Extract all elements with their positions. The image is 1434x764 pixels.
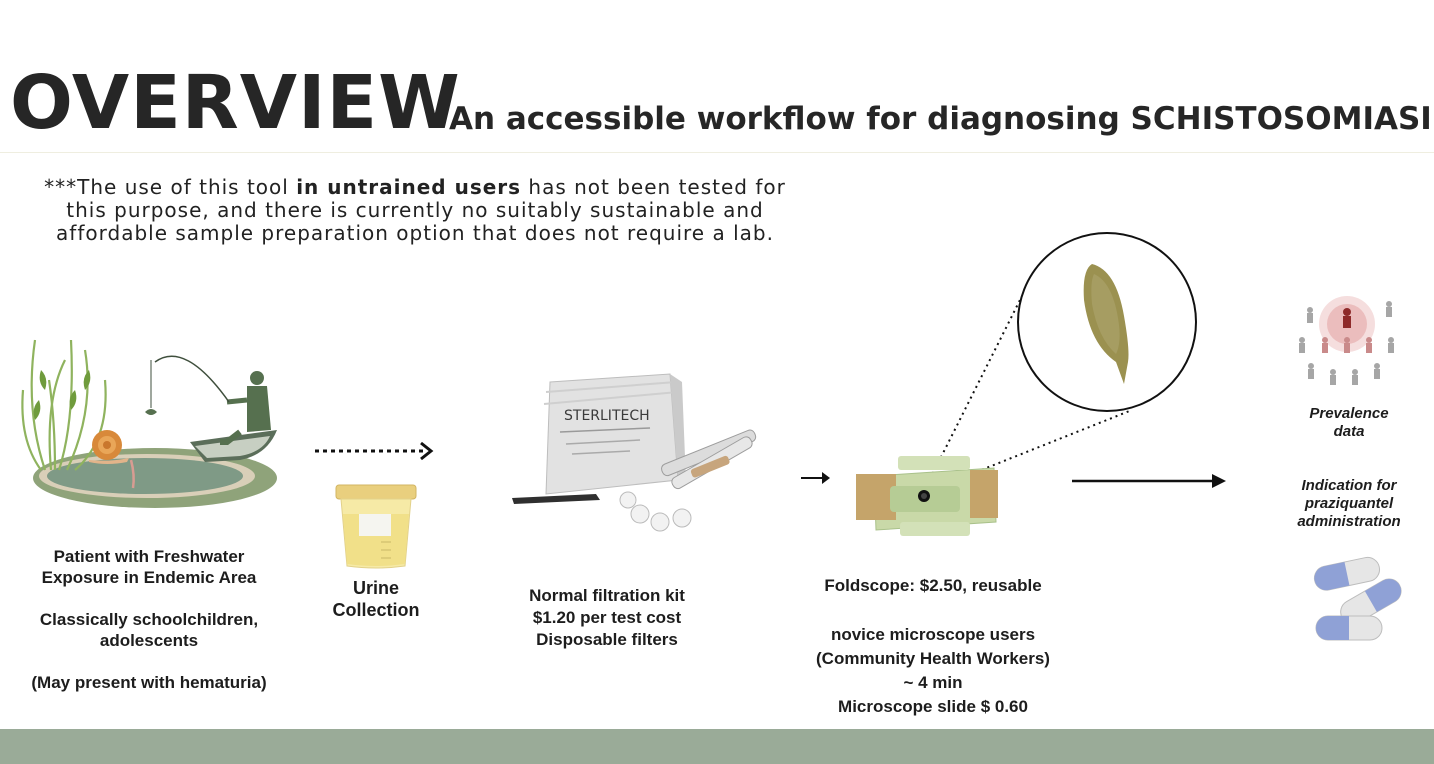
filtration-caption: Normal filtration kit $1.20 per test cos… <box>529 586 685 649</box>
page-title: OVERVIEW <box>10 60 461 146</box>
disclaimer-emphasis: in untrained users <box>296 175 522 199</box>
patient-caption: Patient with Freshwater Exposure in Ende… <box>31 547 267 692</box>
filtration-kit-image: STERLITECH <box>512 373 757 532</box>
footer-band <box>0 729 1434 764</box>
foldscope-magnified-view <box>856 232 1197 536</box>
prevalence-caption: Prevalence data <box>1309 405 1389 440</box>
pills-icon <box>1313 556 1402 641</box>
foldscope-caption: Foldscope: $2.50, reusable novice micros… <box>816 576 1050 716</box>
disclaimer-text: ***The use of this tool in untrained use… <box>44 175 786 245</box>
arrow-2 <box>801 472 830 484</box>
svg-text:STERLITECH: STERLITECH <box>564 408 650 424</box>
header-divider <box>0 152 1434 153</box>
page-subtitle: An accessible workflow for diagnosing SC… <box>449 101 1434 137</box>
dotted-arrow-1 <box>315 441 434 461</box>
urine-caption: Urine Collection <box>332 578 420 620</box>
arrow-3 <box>1072 474 1226 488</box>
indication-caption: Indication for praziquantel administrati… <box>1297 477 1401 530</box>
population-prevalence-icon <box>1299 296 1394 385</box>
fisherman-pond-illustration <box>21 339 277 508</box>
urine-cup-icon <box>335 484 417 569</box>
